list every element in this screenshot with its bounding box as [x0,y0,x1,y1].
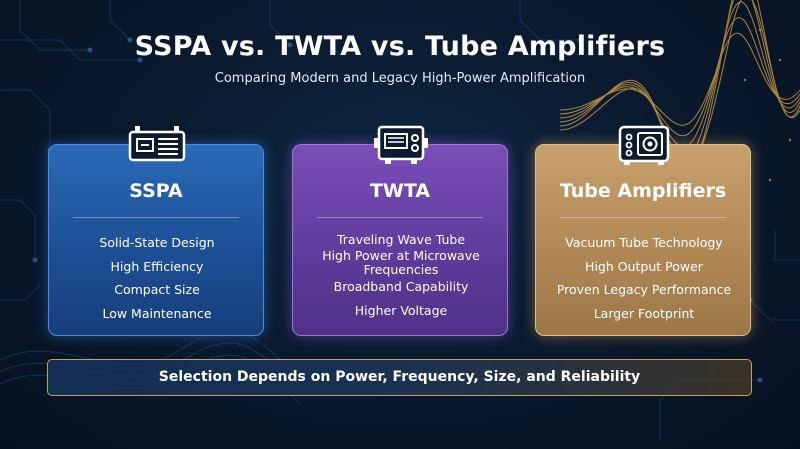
feature-item: High Power at Microwave Frequencies [322,248,480,277]
solid-state-amplifier-icon [128,126,186,162]
feature-item: Solid-State Design [99,235,215,250]
tube-amplifier-icon [618,125,670,165]
feature-item: Traveling Wave Tube [336,232,466,247]
card-divider [73,217,239,218]
feature-list: Solid-State Design High Efficiency Compa… [55,231,259,325]
traveling-wave-tube-icon [374,125,428,164]
card-title: Tube Amplifiers [559,180,727,202]
feature-item: High Output Power [585,258,703,274]
feature-item: High Efficiency [110,258,204,274]
feature-item: Higher Voltage [354,303,448,318]
card-twta: TWTA Traveling Wave Tube High Power at M… [292,125,508,336]
card-divider [317,217,483,218]
page-subtitle: Comparing Modern and Legacy High-Power A… [214,71,586,86]
feature-item: Broadband Capability [333,279,469,294]
card-divider [560,217,726,218]
card-title: SSPA [129,180,183,202]
card-sspa: SSPA Solid-State Design High Efficiency … [48,126,264,336]
summary-banner: Selection Depends on Power, Frequency, S… [47,359,752,396]
feature-item: Vacuum Tube Technology [565,235,723,250]
feature-item: Proven Legacy Performance [556,282,732,297]
feature-list: Traveling Wave Tube High Power at Microw… [299,231,503,326]
feature-item: Compact Size [114,282,200,297]
page-title: SSPA vs. TWTA vs. Tube Amplifiers [134,31,666,62]
card-tube-amplifiers: Tube Amplifiers Vacuum Tube Technology H… [535,125,751,336]
card-title: TWTA [369,180,431,202]
feature-item: Low Maintenance [102,305,212,321]
feature-item: Larger Footprint [593,305,695,321]
header: SSPA vs. TWTA vs. Tube Amplifiers Compar… [0,30,800,88]
feature-list: Vacuum Tube Technology High Output Power… [542,231,746,325]
